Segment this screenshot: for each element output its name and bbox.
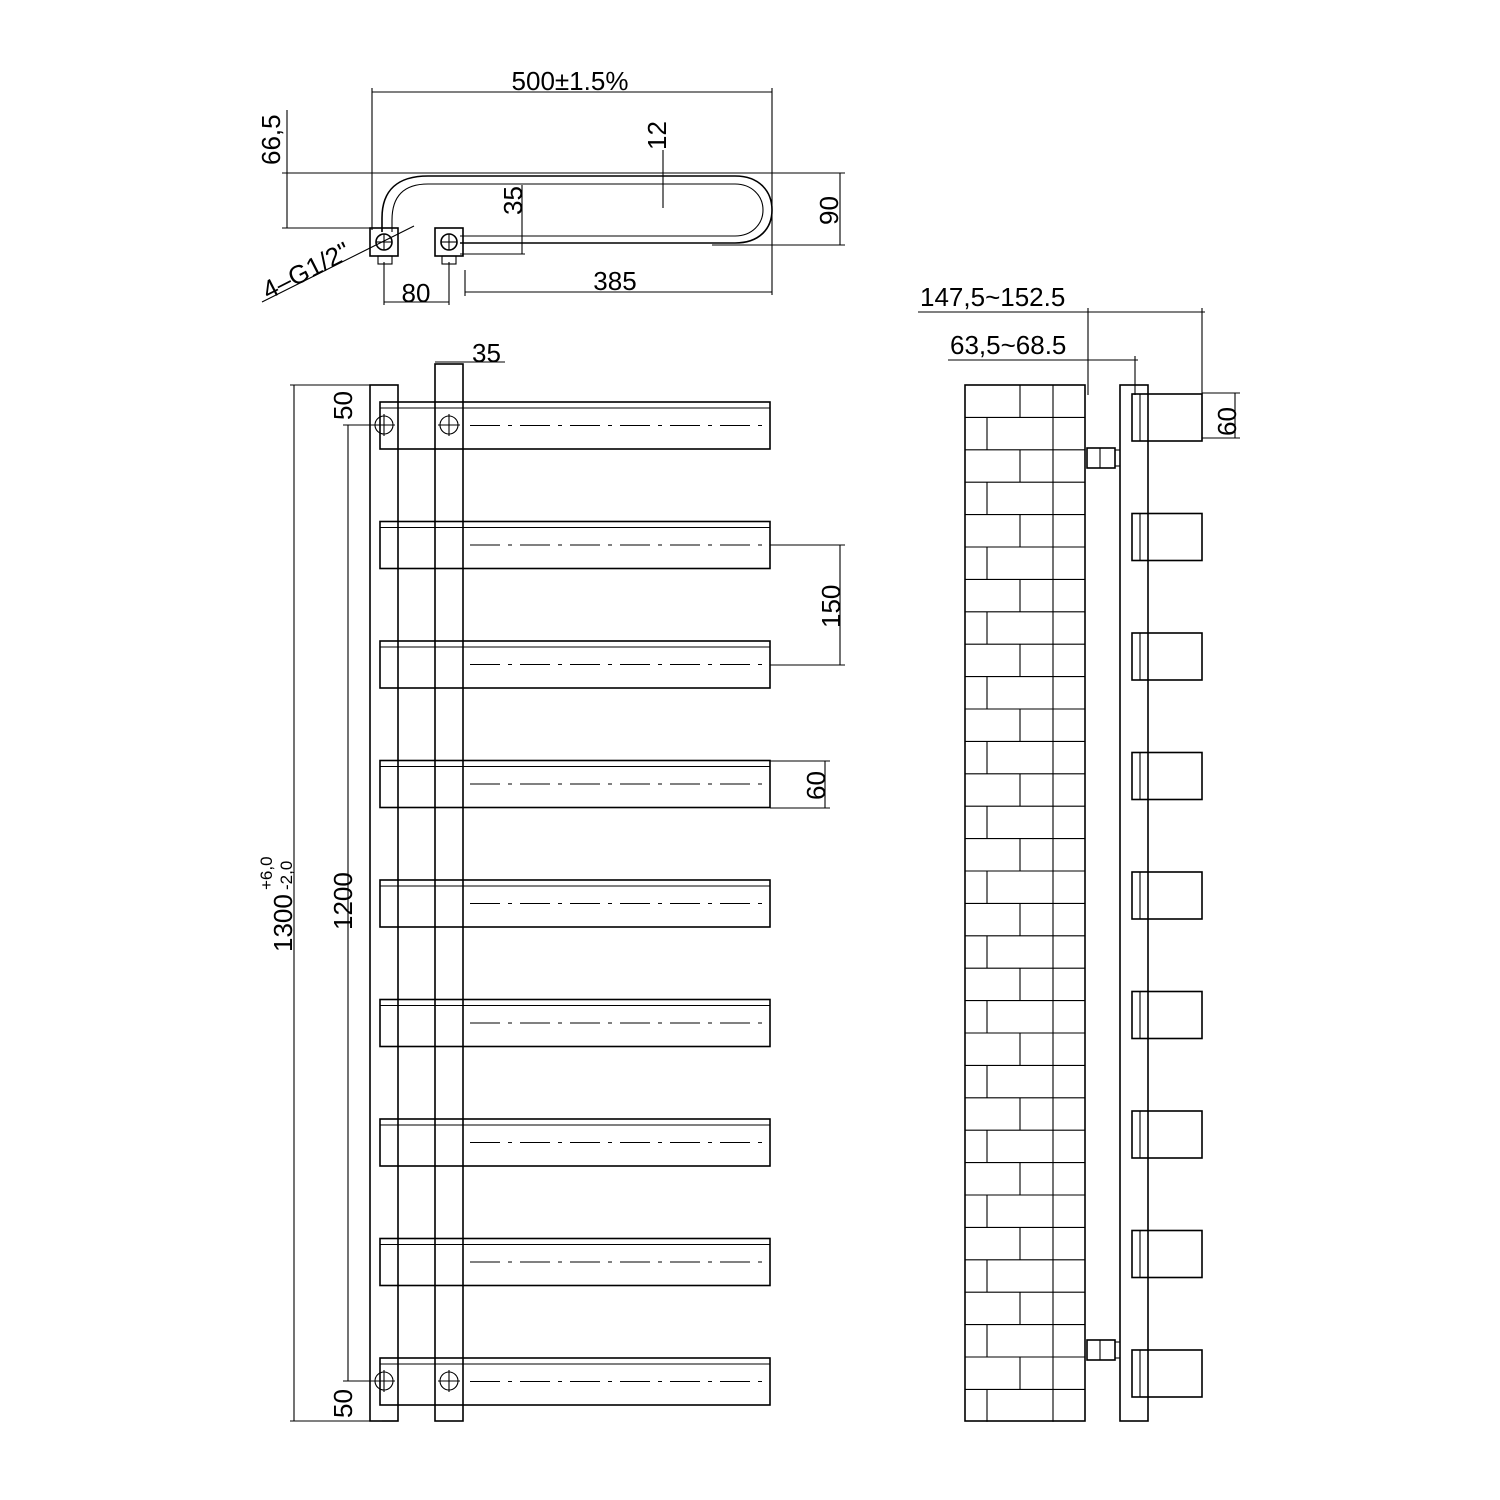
bar-height-label: 60 [801,771,831,800]
pipe-spacing-label: 1200 [328,872,358,930]
top-margin-label: 50 [328,391,358,420]
side-bar [1131,990,1203,1040]
bar-length-label: 385 [593,266,636,296]
column-width-label: 35 [472,338,501,368]
side-bar [1131,1110,1203,1159]
rear-pipe [434,363,464,1422]
side-bar [1131,393,1203,442]
bar-pitch-label: 150 [816,585,846,628]
front-bar [379,759,771,809]
wall-bracket-top [1086,447,1120,469]
front-view: 35 1300 +6,0 -2,0 1200 50 50 [257,338,846,1422]
side-bar-height-label: 60 [1212,407,1242,436]
front-bar [379,1237,771,1287]
front-bar [379,1118,771,1167]
top-connections [373,414,460,436]
height-tolerance-plus: +6,0 [257,856,276,890]
front-bar [379,998,771,1048]
u-pipe-inner [391,183,764,237]
side-bar [1131,751,1203,801]
total-height-label: 1300 [268,894,298,952]
bottom-margin-label: 50 [328,1389,358,1418]
wall-bracket-bottom [1086,1339,1120,1361]
bottom-connections [373,1370,460,1392]
front-bar [379,520,771,570]
left-plate [369,384,399,1422]
wall-distance-inner-label: 63,5~68.5 [950,330,1066,360]
connector-spacing-label: 80 [402,278,431,308]
side-bar [1131,512,1203,562]
brick-wall [964,384,1086,1422]
gap-label: 12 [642,121,672,150]
front-bar [379,640,771,689]
wall-distance-outer-label: 147,5~152.5 [920,282,1065,312]
height-tolerance-minus: -2,0 [277,861,296,890]
front-bar [379,879,771,928]
side-bars [1131,393,1203,1398]
side-view: 147,5~152.5 63,5~68.5 60 [918,282,1242,1422]
u-pipe-outer [381,175,773,244]
connector-height-label: 35 [498,186,528,215]
side-plate [1119,384,1149,1422]
top-view: 500±1.5% 66,5 12 35 90 4–G1 [256,66,845,308]
overall-width-label: 500±1.5% [512,66,629,96]
side-bar [1131,871,1203,920]
side-bar [1131,1349,1203,1398]
thread-note: 4–G1/2" [257,236,355,306]
side-bar [1131,632,1203,681]
side-bar [1131,1229,1203,1279]
depth-label: 90 [814,196,844,225]
front-bars [379,401,771,1406]
offset-height-label: 66,5 [256,114,286,165]
